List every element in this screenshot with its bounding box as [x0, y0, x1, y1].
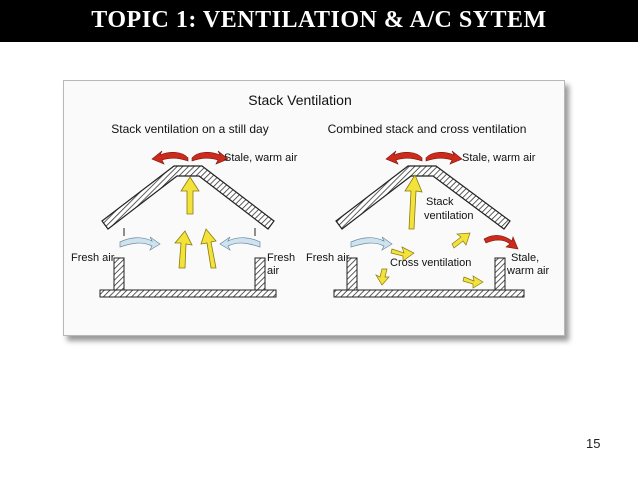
slide-title: TOPIC 1: VENTILATION & A/C SYTEM [91, 7, 547, 33]
right-stale-top-label: Stale, warm air [462, 152, 536, 164]
left-caption: Stack ventilation on a still day [111, 122, 268, 136]
right-caption: Combined stack and cross ventilation [328, 122, 527, 136]
left-stale-air-arrows [151, 150, 229, 165]
right-house [333, 165, 525, 298]
figure-title: Stack Ventilation [248, 92, 352, 108]
stale-side-label-1: Stale, [511, 252, 539, 264]
right-stack-arrow [404, 174, 423, 230]
right-fresh-label: Fresh air [306, 252, 350, 264]
right-fresh-air-arrow [350, 236, 393, 251]
stack-ventilation-figure: Stack Ventilation Stack ventilation on a… [63, 80, 565, 336]
left-stale-label: Stale, warm air [224, 152, 298, 164]
cross-ventilation-arrows [375, 232, 484, 289]
stack-label-2: ventilation [424, 210, 474, 222]
stale-side-label-2: warm air [506, 265, 550, 277]
figure-diagram: Stack Ventilation Stack ventilation on a… [71, 92, 550, 298]
left-fresh-air-arrows [119, 236, 261, 251]
left-stack-arrows [174, 176, 217, 269]
right-stale-side-arrow [483, 235, 519, 250]
right-fresh-label-1: Fresh [267, 252, 295, 264]
left-house [99, 165, 277, 298]
title-bar [0, 0, 638, 42]
stack-label-1: Stack [426, 196, 454, 208]
page-number: 15 [586, 436, 601, 451]
right-stale-air-arrows [385, 150, 463, 165]
cross-ventilation-label: Cross ventilation [390, 257, 471, 269]
right-fresh-label-2: air [267, 265, 280, 277]
left-fresh-label: Fresh air [71, 252, 115, 264]
